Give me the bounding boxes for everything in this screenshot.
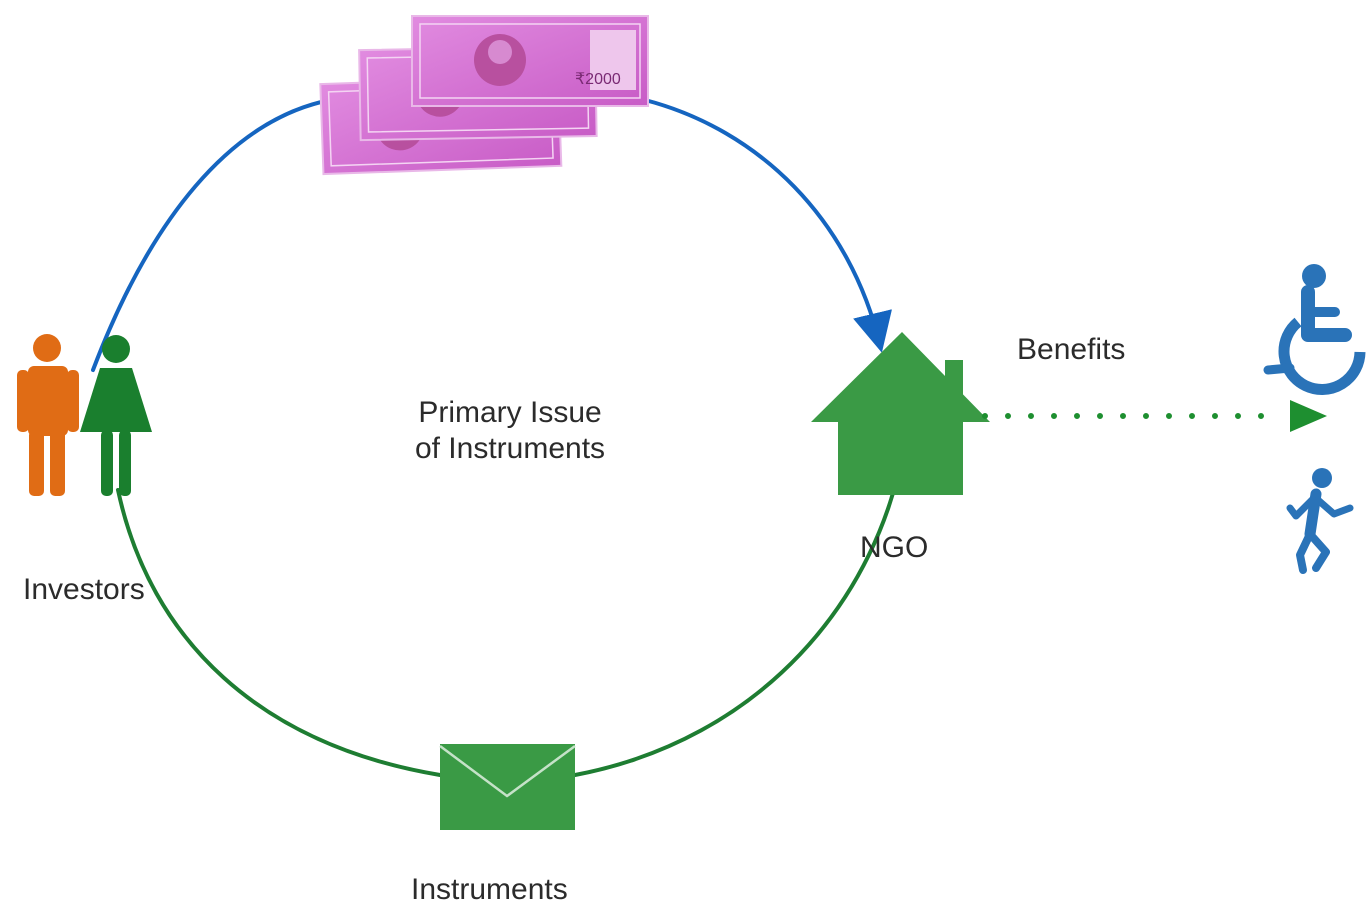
instrument-flow-arrow-left	[116, 488, 442, 777]
instruments-label: Instruments	[411, 873, 568, 906]
center-label-line1: Primary Issue	[418, 396, 602, 429]
wheelchair-icon	[1263, 264, 1366, 395]
man-icon	[17, 334, 79, 496]
center-label-line2: of Instruments	[414, 432, 606, 465]
envelope-icon	[439, 744, 576, 830]
house-icon	[811, 332, 990, 495]
ngo-label: NGO	[860, 531, 929, 564]
benefits-label: Benefits	[1017, 333, 1126, 366]
woman-icon	[80, 335, 152, 496]
center-label: Primary Issue of Instruments	[380, 395, 640, 467]
banknotes-icon: ₹2000	[319, 15, 649, 176]
benefits-arrow	[982, 400, 1327, 432]
money-flow-arrow	[91, 98, 880, 370]
instrument-flow-arrow-right	[573, 438, 907, 777]
svg-text:₹2000: ₹2000	[575, 71, 621, 88]
investors-label: Investors	[23, 573, 145, 606]
running-person-icon	[1286, 468, 1354, 574]
